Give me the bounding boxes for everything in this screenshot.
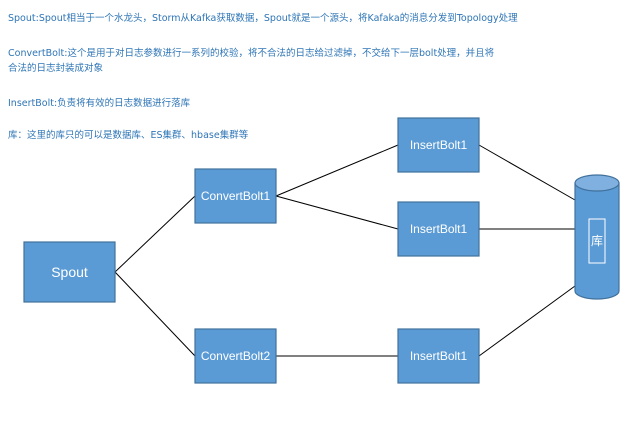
- insertbolt-mid-node: InsertBolt1: [397, 201, 480, 257]
- insertbolt-top-node: InsertBolt1: [397, 117, 480, 173]
- insertbolt-bot-node: InsertBolt1: [397, 328, 480, 384]
- insertbolt-description: InsertBolt:负责将有效的日志数据进行落库: [8, 98, 191, 109]
- spout-description: Spout:Spout相当于一个水龙头，Storm从Kafka获取数据，Spou…: [8, 13, 518, 24]
- convertbolt1-node: ConvertBolt1: [194, 168, 277, 224]
- convertbolt2-node: ConvertBolt2: [194, 328, 277, 384]
- insertbolt-mid-label: InsertBolt1: [410, 222, 468, 236]
- convertbolt2-label: ConvertBolt2: [201, 349, 271, 363]
- insertbolt-top-label: InsertBolt1: [410, 138, 468, 152]
- edge-spout-convert2: [114, 271, 196, 357]
- database-node: 库: [574, 174, 620, 300]
- convertbolt-description-line2: 合法的日志封装成对象: [8, 63, 104, 74]
- spout-node: Spout: [23, 241, 116, 303]
- edge-insert-bot-db: [478, 285, 576, 357]
- insertbolt-bot-label: InsertBolt1: [410, 349, 468, 363]
- spout-node-label: Spout: [51, 264, 88, 280]
- convertbolt-description-line1: ConvertBolt:这个是用于对日志参数进行一系列的校验，将不合法的日志给过…: [8, 48, 495, 59]
- edge-convert1-insert-mid: [275, 195, 399, 230]
- edge-spout-convert1: [114, 195, 196, 273]
- edge-convert1-insert-top: [275, 144, 399, 197]
- database-description: 库：这里的库只的可以是数据库、ES集群、hbase集群等: [8, 130, 249, 141]
- convertbolt1-label: ConvertBolt1: [201, 189, 271, 203]
- edge-insert-top-db: [478, 144, 576, 201]
- database-label: 库: [591, 233, 603, 248]
